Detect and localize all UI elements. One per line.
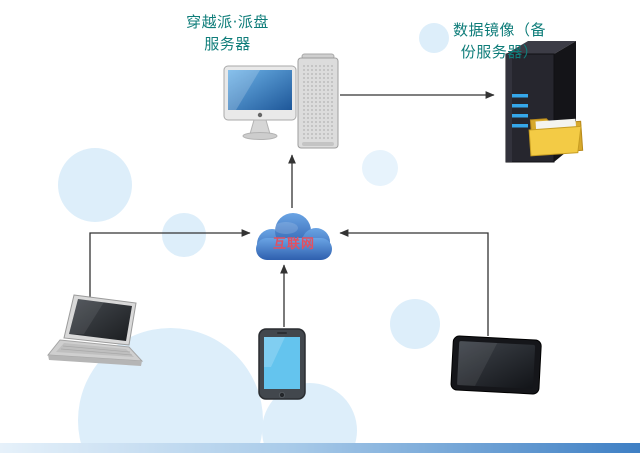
laptop-icon [47,294,144,366]
server-led-lights [512,94,528,128]
folder-icon [528,118,584,157]
connection-mobile-to-cloud [339,229,489,336]
internet-cloud-node [246,204,342,268]
bubble-decoration [390,299,440,349]
tablet-icon [258,328,306,400]
cloud-label: 互联网 [272,237,315,252]
main-server-label: 穿越派·派盘 服务器 [186,13,269,53]
backup-server-icon [505,41,584,163]
server-tower-icon [297,53,339,149]
bubble-decoration [162,213,206,257]
bubble-decoration [58,148,132,222]
imac-icon [223,65,297,140]
mobile-tablet-node [446,334,546,400]
main-server-node [222,52,347,152]
apple-logo-icon [257,112,263,118]
cloud-icon [256,213,332,260]
tablet-node [257,327,309,403]
mobile-tablet-icon [450,335,542,395]
bubble-decoration [419,23,449,53]
imac-server-icon [223,53,339,149]
bubble-decoration [362,150,398,186]
backup-server-label: 数据镜像（备 份服务器） [452,21,546,61]
backup-server-node [500,36,595,166]
bottom-gradient-bar [0,443,640,453]
connection-laptop-to-cloud [89,229,251,298]
laptop-node [44,293,154,381]
home-button-icon [278,392,285,399]
